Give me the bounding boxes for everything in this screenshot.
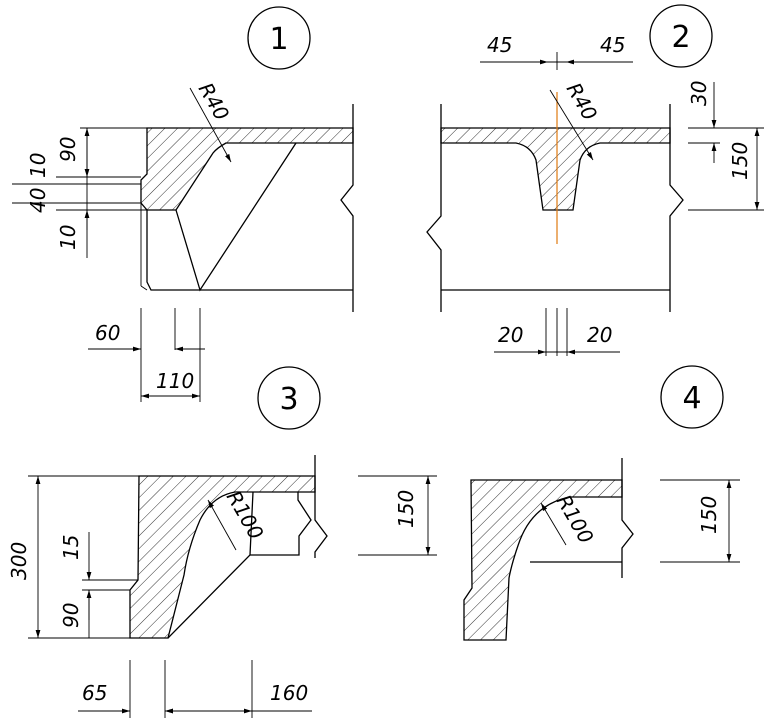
detail-3-number: 3 <box>279 382 298 417</box>
dim-d3-160: 160 <box>270 681 308 705</box>
dim-d1-110: 110 <box>156 369 194 393</box>
dim-d1-10b: 10 <box>56 225 80 250</box>
detail-4-number: 4 <box>682 381 701 416</box>
dim-d1-40: 40 <box>26 188 50 213</box>
dim-d3-65: 65 <box>82 681 107 705</box>
detail-1-number: 1 <box>269 22 288 57</box>
detail-2-number: 2 <box>671 20 690 55</box>
dim-d1-60: 60 <box>95 321 120 345</box>
dim-d1-90: 90 <box>56 137 80 162</box>
dim-d1-r40: R40 <box>194 79 234 125</box>
detail-4-label: 4 <box>660 365 724 429</box>
dim-d2-20-right: 20 <box>587 323 612 347</box>
detail-3-label: 3 <box>257 366 321 430</box>
detail-1-drawing: 90 10 40 10 R40 60 110 <box>12 79 354 402</box>
detail-2-label: 2 <box>649 4 713 68</box>
dim-d3-300: 300 <box>7 542 31 580</box>
detail-3-drawing: 300 15 90 R100 150 65 160 <box>7 455 437 718</box>
dim-d4-150: 150 <box>697 496 721 534</box>
detail-2-drawing: 45 45 R40 30 150 20 20 <box>426 33 764 356</box>
dim-d4-r100: R100 <box>552 491 599 548</box>
dim-d3-90: 90 <box>59 603 83 628</box>
dim-d3-r100: R100 <box>222 487 269 544</box>
detail-1-label: 1 <box>247 6 311 70</box>
dim-d3-15: 15 <box>59 535 83 560</box>
dim-d1-10a: 10 <box>26 153 50 178</box>
dim-d2-30: 30 <box>687 81 711 106</box>
dim-d2-45-left: 45 <box>487 33 512 57</box>
dim-d3-150: 150 <box>394 490 418 528</box>
dim-d2-150: 150 <box>728 142 752 180</box>
dim-d2-20-left: 20 <box>498 323 523 347</box>
detail-4-drawing: R100 150 <box>463 458 740 641</box>
dim-d2-45-right: 45 <box>600 33 625 57</box>
dim-d2-r40: R40 <box>562 79 602 125</box>
